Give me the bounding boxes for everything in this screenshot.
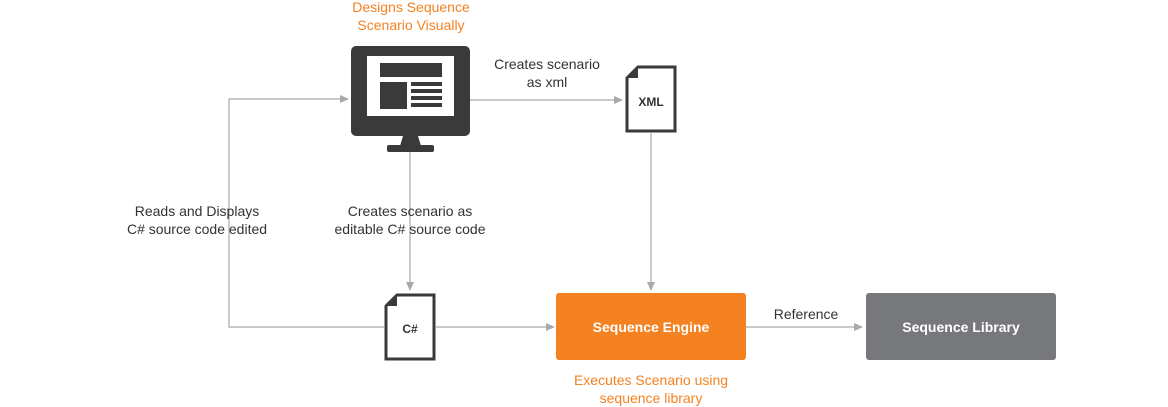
- sequence-library-label: Sequence Library: [902, 318, 1020, 335]
- engine-caption-line2: sequence library: [599, 390, 703, 406]
- sequence-engine-box: Sequence Engine: [556, 293, 746, 360]
- edge-label-creates-xml-line1: Creates scenario: [494, 56, 600, 72]
- xml-document-label: XML: [638, 95, 664, 109]
- engine-caption-line1: Executes Scenario using: [573, 372, 729, 388]
- cs-document-label: C#: [402, 322, 418, 336]
- sequence-engine-label: Sequence Engine: [592, 318, 710, 335]
- edge-label-reads-line1: Reads and Displays: [134, 203, 260, 219]
- edge-label-reads-displays: Reads and Displays C# source code edited: [97, 202, 297, 238]
- xml-document-icon: [625, 65, 677, 133]
- edge-label-creates-cs-line2: editable C# source code: [334, 221, 486, 237]
- connector-cs-to-designer: [228, 95, 384, 328]
- designer-caption-line2: Scenario Visually: [357, 17, 465, 33]
- monitor-icon: [351, 46, 470, 152]
- cs-document-icon: [384, 293, 436, 361]
- edge-label-creates-cs-line1: Creates scenario as: [347, 203, 473, 219]
- edge-label-creates-xml: Creates scenario as xml: [467, 55, 627, 91]
- designer-caption: Designs Sequence Scenario Visually: [311, 0, 511, 34]
- edge-label-creates-cs: Creates scenario as editable C# source c…: [310, 202, 510, 238]
- edge-label-creates-xml-line2: as xml: [526, 74, 568, 90]
- designer-caption-line1: Designs Sequence: [352, 0, 470, 15]
- edge-label-reference: Reference: [773, 306, 839, 322]
- engine-caption: Executes Scenario using sequence library: [541, 371, 761, 407]
- sequence-library-box: Sequence Library: [866, 293, 1056, 360]
- edge-label-reads-line2: C# source code edited: [126, 221, 268, 237]
- connectors: [228, 95, 863, 331]
